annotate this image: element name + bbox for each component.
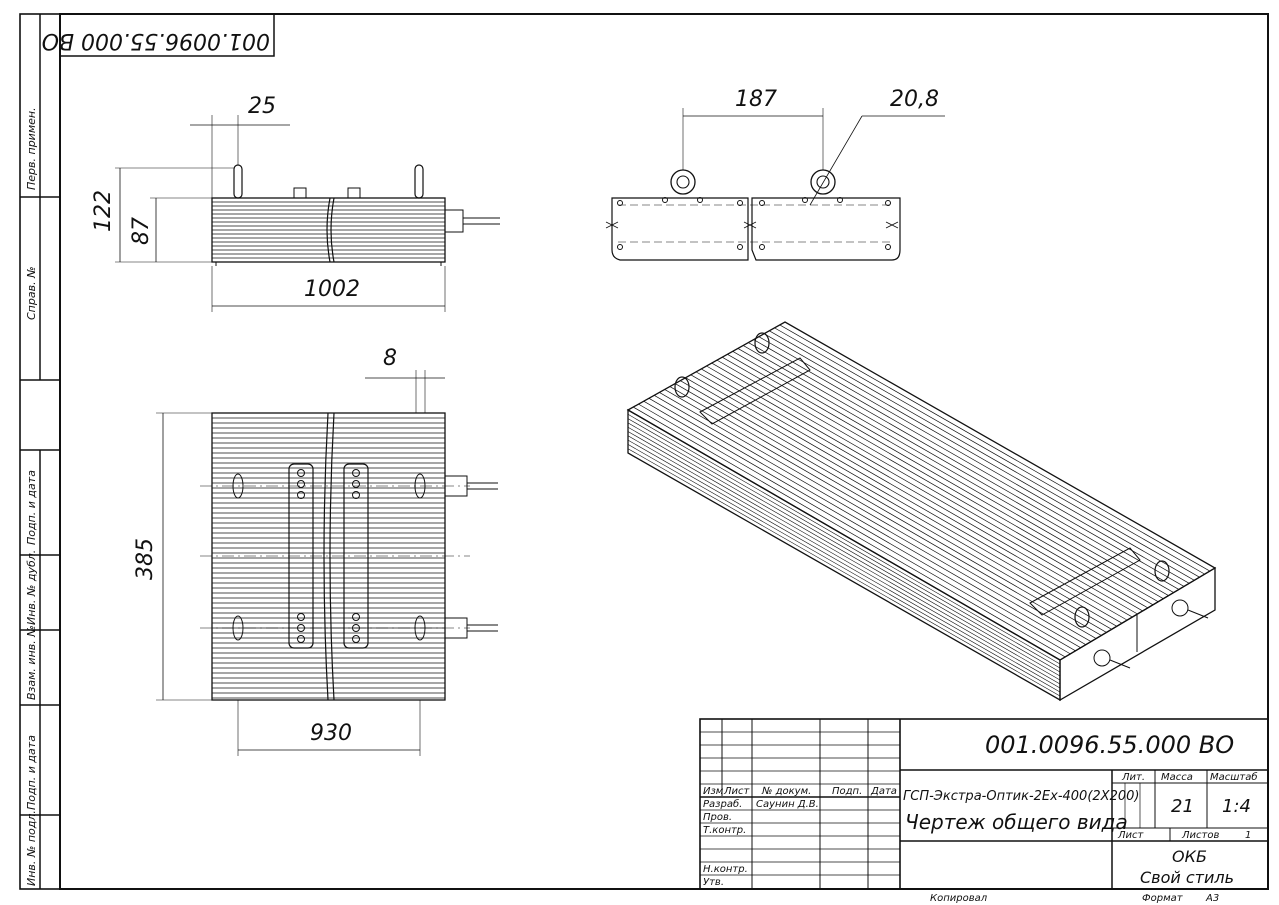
doc-type: Чертеж общего вида <box>905 810 1128 834</box>
front-view: 25 122 87 1002 <box>91 94 500 312</box>
side-label-sprav: Справ. № <box>25 266 38 320</box>
mass-label: Масса <box>1161 772 1193 783</box>
top-code-box: 001.0096.55.000 ВО <box>42 13 275 57</box>
side-label-vzam: Взам. инв. № <box>25 625 38 700</box>
org-line2: Свой стиль <box>1140 868 1234 887</box>
format-value: А3 <box>1205 893 1219 904</box>
mass-value: 21 <box>1171 796 1194 817</box>
scale-value: 1:4 <box>1222 796 1251 817</box>
dim-930: 930 <box>310 721 352 746</box>
role-tkontr: Т.контр. <box>703 825 746 836</box>
hdr-data: Дата <box>870 786 897 797</box>
sheets-label: Листов <box>1181 830 1219 841</box>
top-view: 385 930 8 <box>133 346 498 756</box>
sheet-label: Лист <box>1117 830 1145 841</box>
title-code: 001.0096.55.000 ВО <box>985 731 1234 759</box>
inner-frame <box>59 13 1269 890</box>
dim-20-8: 20,8 <box>890 87 939 112</box>
side-view: 187 20,8 <box>605 87 945 261</box>
top-code-text: 001.0096.55.000 ВО <box>42 28 270 53</box>
dim-8: 8 <box>383 346 397 371</box>
hdr-podp: Подп. <box>832 786 862 797</box>
side-label-podp2: Подп. и дата <box>25 735 38 810</box>
role-razrab: Разраб. <box>703 798 742 810</box>
side-label-perv: Перв. примен. <box>25 107 38 190</box>
isometric-view <box>626 321 1217 702</box>
dim-1002: 1002 <box>304 277 360 302</box>
role-prov: Пров. <box>703 812 732 823</box>
hdr-list: Лист <box>723 786 751 797</box>
copied-label: Копировал <box>930 893 988 904</box>
side-label-podp1: Подп. и дата <box>25 470 38 545</box>
developer-name: Саунин Д.В. <box>756 799 819 810</box>
format-label: Формат <box>1142 893 1184 904</box>
side-stamp: Перв. примен. Справ. № Подп. и дата Инв.… <box>20 14 60 889</box>
role-nkontr: Н.контр. <box>703 864 748 875</box>
side-label-inv-dubl: Инв. № дубл. <box>25 550 38 625</box>
role-utv: Утв. <box>703 877 724 888</box>
dim-187: 187 <box>735 87 777 112</box>
dim-25: 25 <box>248 94 276 119</box>
dim-87: 87 <box>129 217 154 245</box>
org-line1: ОКБ <box>1172 847 1207 866</box>
dim-122: 122 <box>91 190 116 232</box>
lit-label: Лит. <box>1121 772 1145 783</box>
scale-label: Масштаб <box>1210 771 1258 783</box>
hdr-izm: Изм <box>703 786 724 797</box>
hdr-doc: № докум. <box>761 786 811 797</box>
dim-385: 385 <box>133 538 158 580</box>
product-name: ГСП-Экстра-Оптик-2Ех-400(2Х200) <box>903 789 1139 804</box>
sheets-value: 1 <box>1245 830 1251 841</box>
title-block: 001.0096.55.000 ВО Изм Лист № докум. Под… <box>699 718 1269 890</box>
side-label-inv-podl: Инв. № подл. <box>25 810 38 886</box>
